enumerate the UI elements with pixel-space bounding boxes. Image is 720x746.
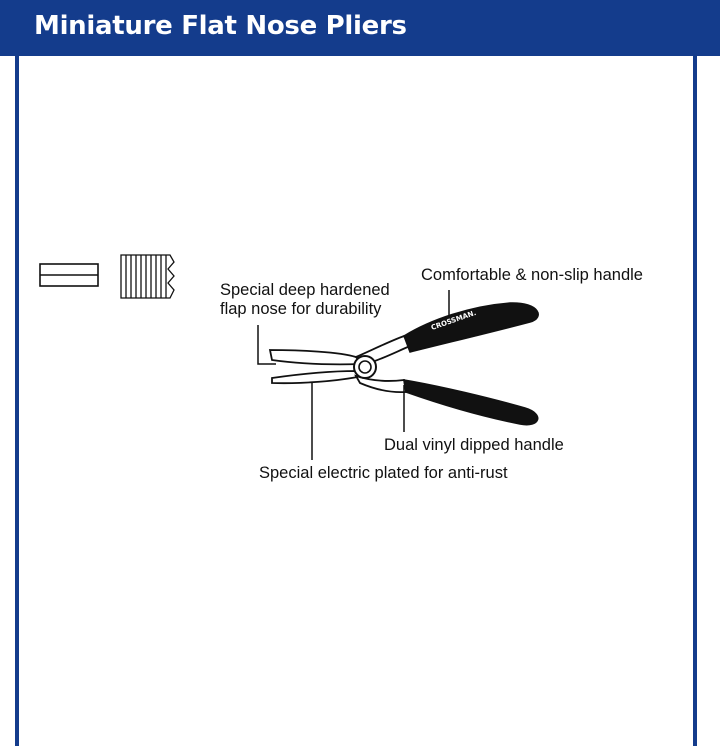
upper-jaw: [268, 349, 364, 366]
pliers-diagram: CROSSMAN.: [39, 254, 539, 460]
callout-dipped-handle: Dual vinyl dipped handle: [384, 436, 564, 454]
content-frame: [15, 56, 697, 746]
callout-anti-rust: Special electric plated for anti-rust: [259, 464, 508, 482]
callout-hardened-nose: Special deep hardened flap nose for dura…: [220, 281, 390, 319]
callout-comfortable-handle: Comfortable & non-slip handle: [421, 266, 643, 284]
leader-lines: [257, 290, 450, 460]
page-title: Miniature Flat Nose Pliers: [34, 11, 407, 41]
lower-handle-grip: [403, 379, 539, 426]
lower-jaw: [271, 370, 364, 385]
title-bar: Miniature Flat Nose Pliers: [0, 0, 720, 56]
jaw-flat-profile-icon: [39, 263, 99, 287]
upper-handle-grip: [403, 302, 539, 353]
jaw-ribbed-profile-icon: [120, 254, 175, 299]
callout-hardened-nose-line1: Special deep hardened: [220, 281, 390, 299]
callout-hardened-nose-line2: flap nose for durability: [220, 300, 382, 318]
pliers-drawing: CROSSMAN.: [268, 302, 539, 426]
